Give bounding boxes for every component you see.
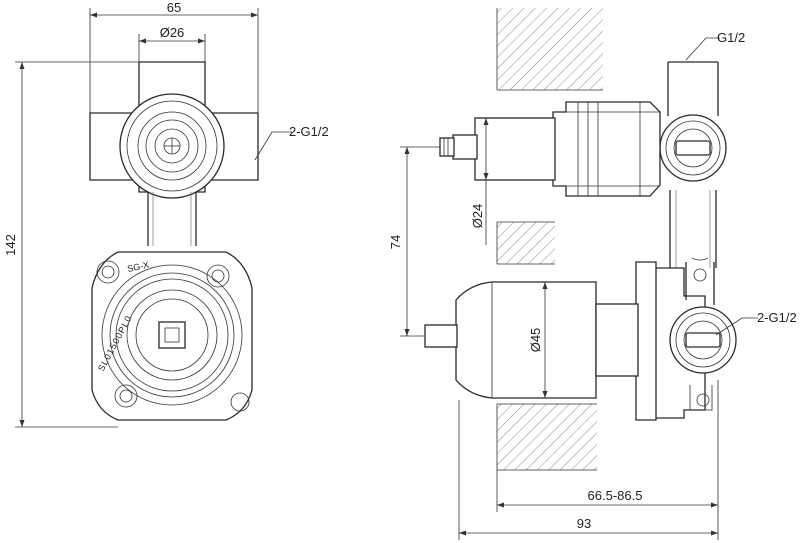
logo-marking: SG-X — [126, 260, 150, 274]
dim-diameter-stem: Ø24 — [470, 204, 485, 229]
dim-diameter-top: Ø26 — [160, 25, 185, 40]
front-view: SL01500PL0 SG-X — [89, 61, 259, 421]
dim-width-overall: 65 — [167, 0, 181, 15]
front-lower-body — [91, 251, 253, 421]
label-thread-side-left: 2-G1/2 — [289, 124, 329, 139]
dim-spacing: 74 — [388, 235, 403, 249]
dim-height-overall: 142 — [3, 234, 18, 256]
dim-depth-range: 66.5-86.5 — [588, 488, 643, 503]
valve-code-marking: SL01500PL0 — [96, 313, 134, 372]
side-upper-cartridge — [552, 101, 661, 197]
dim-depth-overall: 93 — [577, 516, 591, 531]
front-square-spindle — [158, 321, 186, 349]
label-thread-top: G1/2 — [717, 30, 745, 45]
side-lower-mixer-body — [455, 281, 597, 399]
front-dimensions: 65 Ø26 142 2-G1/2 — [3, 0, 329, 428]
side-dimensions: G1/2 2-G1/2 74 Ø24 Ø45 66.5-86.5 93 — [388, 30, 797, 540]
side-view — [424, 61, 737, 421]
label-thread-side-right: 2-G1/2 — [757, 310, 797, 325]
side-lower-spindle — [424, 324, 458, 348]
wall-section — [496, 8, 603, 471]
front-lower-ring-outer — [101, 264, 243, 406]
side-lower-body-plate — [635, 261, 657, 421]
dim-diameter-body: Ø45 — [528, 328, 543, 353]
side-upper-stem — [474, 117, 556, 181]
